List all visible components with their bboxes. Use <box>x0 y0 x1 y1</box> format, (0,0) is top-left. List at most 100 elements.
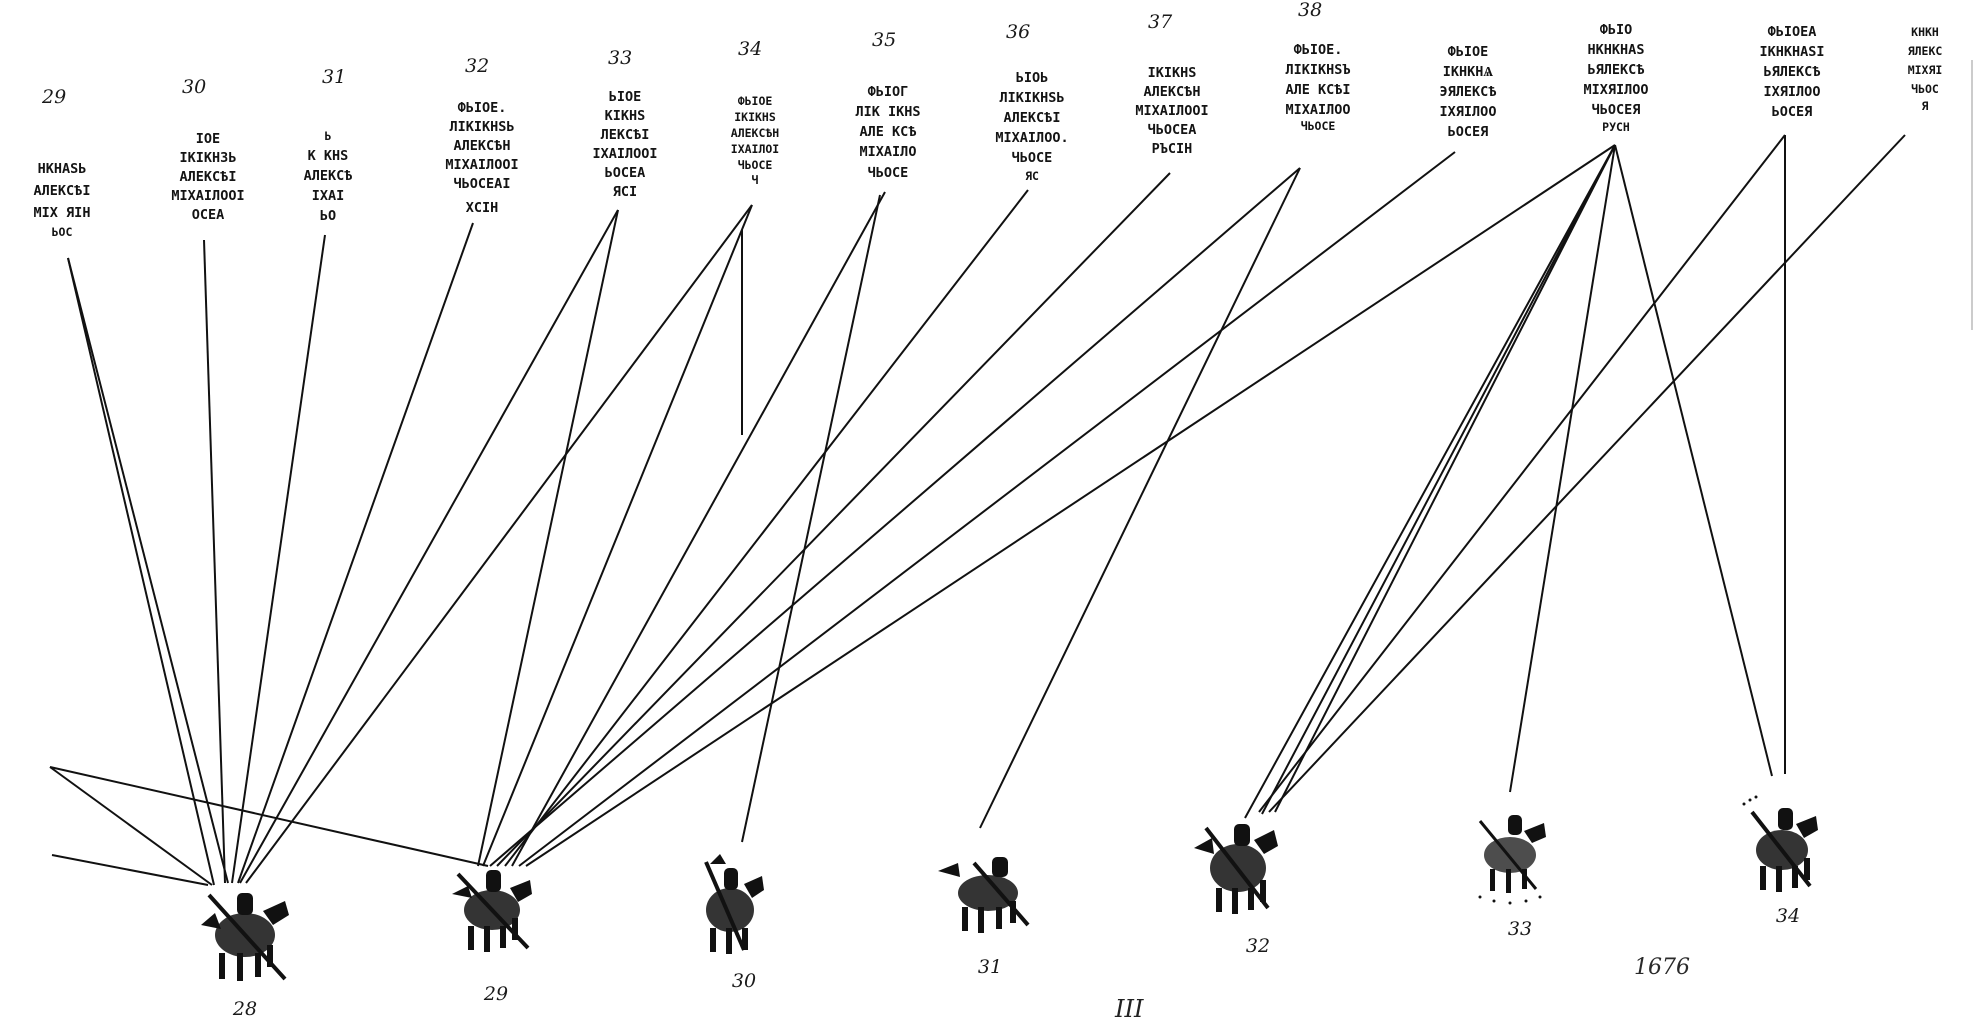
connector-line <box>49 766 489 867</box>
connector-line <box>1261 144 1616 815</box>
inscription-line: НКНАЅЬ <box>38 161 87 177</box>
inscription-number: 37 <box>1148 11 1173 33</box>
inscription-line: ЬЯЛЕКСѢ <box>1764 64 1821 80</box>
inscription-line: ЬОСЕЯ <box>1772 104 1813 120</box>
inscription-line: АЛЕКСѢ <box>304 168 353 184</box>
inscription-35: 35 ФЬІОГ ЛІК ІКНЅ АЛЕ КСѢ МІХАІЛО ЧЬОСЕ <box>855 29 920 181</box>
seal-number: 29 <box>483 983 508 1005</box>
inscription-line: ІКІКНЅ <box>1148 65 1197 81</box>
inscription-line: МІХЯІЛОО <box>1583 82 1648 98</box>
connector-line <box>67 257 215 886</box>
inscription-number: 34 <box>738 38 762 60</box>
inscription-line: ОСЕА <box>192 207 225 223</box>
inscription-line: Ч <box>752 173 759 187</box>
inscription-line: ІКНКНѦ <box>1443 64 1494 80</box>
seal-31: 31 <box>938 857 1030 978</box>
seal-number: 30 <box>732 970 756 992</box>
inscription-line: ФЬІОЕА <box>1768 24 1817 40</box>
connector-line <box>496 172 1171 867</box>
inscription-number: 33 <box>608 47 632 69</box>
inscription-33: 33 ЬІОЕ КІКНЅ ЛЕКСѢІ ІХАІЛООІ ЬОСЕА ЯСІ <box>592 47 657 200</box>
inscription-line: МІХАІЛООІ <box>1135 103 1208 119</box>
inscription-line: ЛІКІКНЅЪ <box>1285 62 1350 78</box>
connector-line <box>203 239 226 884</box>
inscription-line: ІХАІЛООІ <box>592 146 657 162</box>
connector-line <box>511 191 886 867</box>
inscription-line: ЧЬОСЕ <box>738 158 773 172</box>
inscription-line: ЧЬОСЕАІ <box>454 176 511 192</box>
inscription-line: РУСН <box>1602 120 1630 134</box>
inscription-39: ФЬІОЕ ІКНКНѦ ЭЯЛЕКСѢ ІХЯІЛОО ЬОСЕЯ <box>1440 44 1497 140</box>
connector-line <box>1274 144 1616 813</box>
inscription-line: ФЬІОЕ. <box>458 100 507 116</box>
connector-line <box>979 167 1301 829</box>
connector-line <box>504 189 1029 867</box>
inscription-line: МІХАІЛООІ <box>171 188 244 204</box>
seal-row: 28 29 <box>201 795 1818 1020</box>
seal-33: 33 <box>1478 815 1546 940</box>
inscription-line: МІХАІЛОО. <box>995 130 1068 146</box>
inscription-36: 36 ЬІОЬ ЛІКІКНЅЬ АЛЕКСѢІ МІХАІЛОО. ЧЬОСЕ… <box>995 21 1068 183</box>
rider-seal-icon <box>938 857 1030 933</box>
connector-line <box>1244 144 1616 819</box>
inscription-line: АЛЕКСѢН <box>454 138 511 154</box>
inscription-line: АЛЕ КСѢ <box>860 124 917 140</box>
inscription-line: ЛІКІКНЅЬ <box>999 90 1064 106</box>
inscription-37: 37 ІКІКНЅ АЛЕКСѢН МІХАІЛООІ ЧЬОСЕА РЪСІН <box>1135 11 1208 157</box>
inscription-line: АЛЕКСѢІ <box>180 169 237 185</box>
seal-34: 34 <box>1742 795 1818 927</box>
inscription-line: ЭЯЛЕКСѢ <box>1440 84 1497 100</box>
rider-seal-icon <box>1478 815 1546 905</box>
inscription-line: МІХАІЛО <box>860 144 917 160</box>
inscription-line: АЛЕКСѢІ <box>34 183 91 199</box>
inscription-line: ФЬІО <box>1600 22 1633 38</box>
inscription-line: РЪСІН <box>1152 141 1193 157</box>
seal-28: 28 <box>201 893 289 1020</box>
inscription-line: ІКНКНАЅІ <box>1759 44 1824 60</box>
inscription-line: КІКНЅ <box>605 108 646 124</box>
inscription-line: ЬОСЕА <box>605 165 646 181</box>
connector-line <box>1268 134 1906 813</box>
connector-line <box>489 167 1301 867</box>
connector-line <box>525 144 1616 867</box>
seal-32: 32 <box>1194 824 1278 957</box>
connector-line <box>49 766 213 886</box>
inscription-line: ЧЬОСЕ <box>1012 150 1053 166</box>
inscription-line: ІХЯІЛОО <box>1764 84 1821 100</box>
inscription-line: ІКІКНЗЬ <box>180 150 237 166</box>
inscription-40: ФЬІО НКНКНАЅ ЬЯЛЕКСѢ МІХЯІЛОО ЧЬОСЕЯ РУС… <box>1583 22 1648 134</box>
inscription-line: Ь <box>325 129 332 143</box>
rider-seal-icon <box>452 870 532 952</box>
inscription-number: 36 <box>1006 21 1030 43</box>
inscription-32: 32 ФЬІОЕ. ЛІКІКНЅЬ АЛЕКСѢН МІХАІЛООІ ЧЬО… <box>445 55 518 216</box>
inscription-line: ІХАІ <box>312 188 345 204</box>
rider-seal-icon <box>1194 824 1278 914</box>
connector-line <box>477 209 619 867</box>
inscription-line: ФЬІОЕ <box>738 94 773 108</box>
inscription-number: 30 <box>182 76 206 98</box>
connector-lines <box>49 134 1906 886</box>
seal-number: 33 <box>1508 918 1532 940</box>
inscription-line: ЯС <box>1025 169 1039 183</box>
connector-line <box>51 854 209 886</box>
inscription-line: АЛЕКСѢІ <box>1004 110 1061 126</box>
inscription-line: АЛЕ КСѢІ <box>1285 82 1350 98</box>
inscription-line: ФЬІОГ <box>868 84 909 100</box>
inscription-38: 38 ФЬІОЕ. ЛІКІКНЅЪ АЛЕ КСѢІ МІХАІЛОО ЧЬО… <box>1285 0 1350 133</box>
inscription-line: ФЬІОЕ. <box>1294 42 1343 58</box>
inscription-line: ІХЯІЛОО <box>1440 104 1497 120</box>
inscription-line: ЛЕКСѢІ <box>601 127 650 143</box>
inscription-line: ЧЬОСЕ <box>1301 119 1336 133</box>
inscription-line: ЛІК ІКНЅ <box>855 104 920 120</box>
inscription-row: 29 НКНАЅЬ АЛЕКСѢІ МІХ ЯІН ЬОС 30 ІОЕ ІКІ… <box>34 0 1943 239</box>
inscription-number: 32 <box>465 55 489 77</box>
seal-30: 30 <box>704 854 764 992</box>
inscription-line: МІХЯІ <box>1908 63 1943 77</box>
inscription-line: ЧЬОС <box>1911 82 1939 96</box>
inscription-line: ЧЬОСЕА <box>1148 122 1197 138</box>
inscription-line: ЧЬОСЕЯ <box>1592 102 1641 118</box>
connector-line <box>239 209 619 884</box>
seal-29: 29 <box>452 870 532 1005</box>
inscription-line: ЯЛЕКС <box>1908 44 1943 58</box>
inscription-number: 29 <box>41 86 66 108</box>
